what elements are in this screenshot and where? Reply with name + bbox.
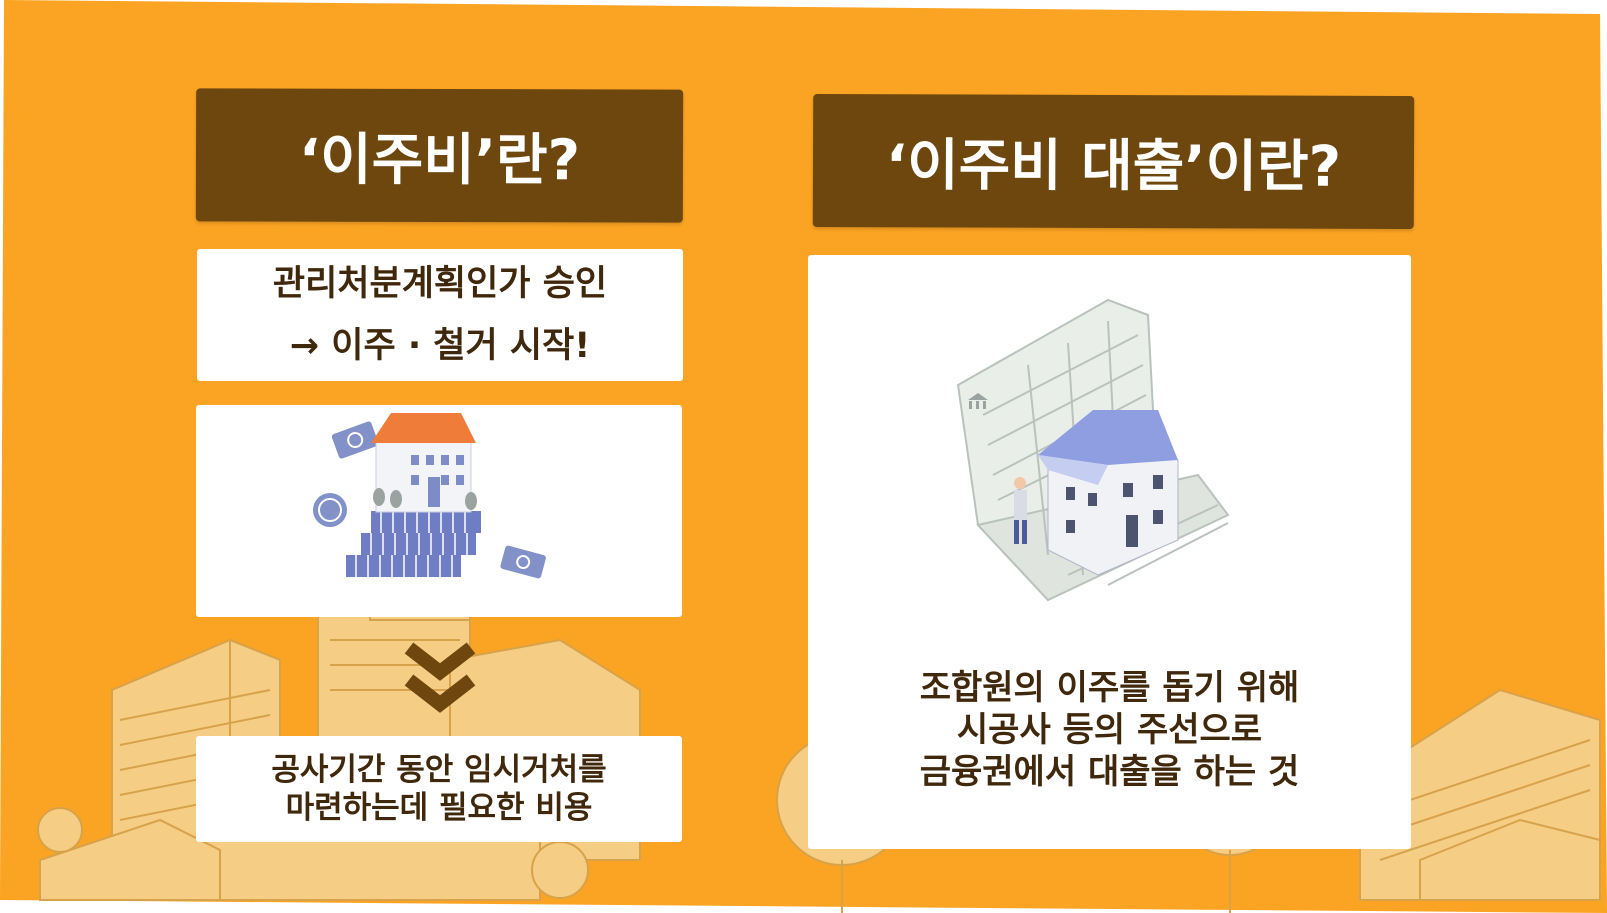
left-title-banner: ‘이주비’란?	[195, 88, 684, 223]
banknote-icon	[331, 421, 379, 459]
person-figure	[1014, 477, 1027, 544]
loan-desc-line1: 조합원의 이주를 돕기 위해	[919, 668, 1300, 708]
loan-desc-line3: 금융권에서 대출을 하는 것	[919, 752, 1300, 792]
loan-card: 조합원의 이주를 돕기 위해 시공사 등의 주선으로 금융권에서 대출을 하는 …	[808, 255, 1411, 849]
bank-icon	[968, 393, 988, 409]
cost-card: 공사기간 동안 임시거처를 마련하는데 필요한 비용	[196, 736, 682, 842]
won-coin-icon	[313, 493, 347, 527]
left-title: ‘이주비’란?	[298, 127, 581, 194]
right-title-banner: ‘이주비 대출’이란?	[812, 93, 1415, 230]
double-chevron-down-icon	[404, 642, 476, 713]
approval-text-line1: 관리처분계획인가 승인	[272, 264, 608, 304]
loan-house-illustration	[956, 298, 1230, 602]
loan-desc-line2: 시공사 등의 주선으로	[956, 710, 1263, 750]
cost-text-line1: 공사기간 동안 임시거처를	[271, 752, 607, 788]
cost-text-line2: 마련하는데 필요한 비용	[285, 790, 593, 826]
loan-description: 조합원의 이주를 돕기 위해 시공사 등의 주선으로 금융권에서 대출을 하는 …	[808, 667, 1411, 793]
banknote-icon	[500, 545, 546, 579]
money-house-illustration	[313, 413, 546, 579]
approval-text-line2: → 이주 · 철거 시작!	[289, 326, 591, 366]
money-house-card	[196, 405, 682, 617]
right-title: ‘이주비 대출’이란?	[885, 133, 1342, 200]
approval-card: 관리처분계획인가 승인 → 이주 · 철거 시작!	[197, 249, 683, 381]
